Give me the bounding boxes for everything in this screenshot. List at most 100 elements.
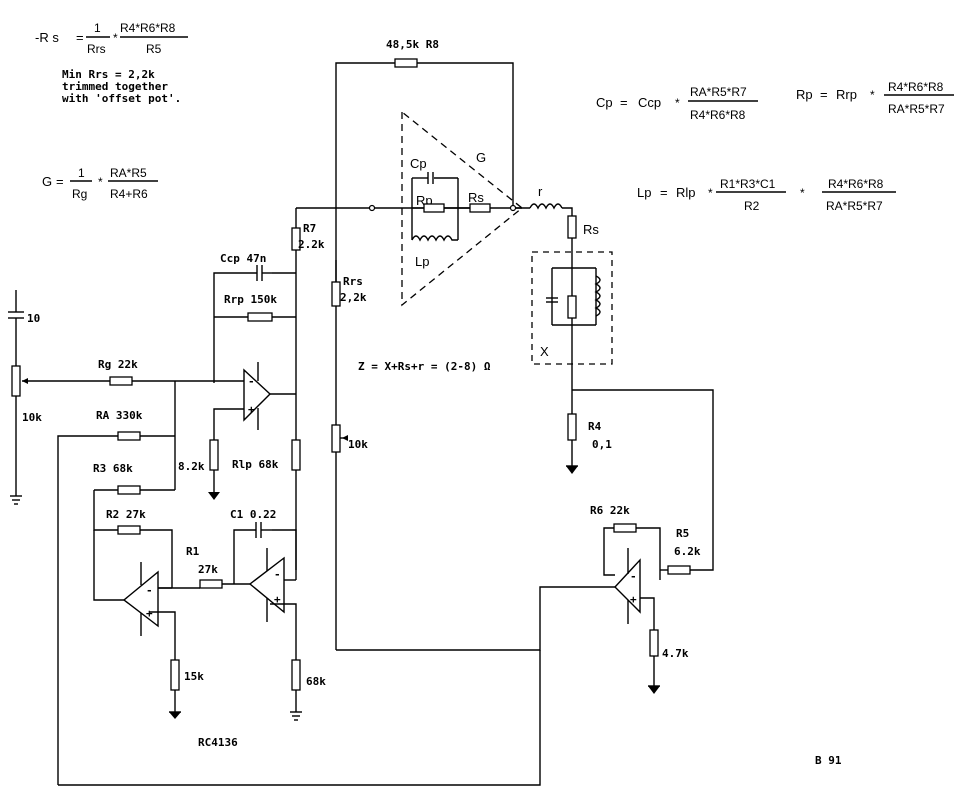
resistor-r4: R4 0,1 xyxy=(567,413,612,451)
svg-text:+: + xyxy=(248,403,255,416)
resistor-rlp: Rlp 68k xyxy=(232,439,301,471)
r-8-2k-label: 8.2k xyxy=(178,460,205,473)
resistor-r5: R5 6.2k xyxy=(667,527,701,575)
ccp-label: Ccp 47n xyxy=(220,252,266,265)
eq-rs-rrs: Rrs xyxy=(87,42,106,56)
wires xyxy=(15,62,714,786)
resistor-r3: R3 68k xyxy=(93,462,141,495)
eq-g-num: RA*R5 xyxy=(110,166,147,180)
equation-lp: Lp = Rlp * R1*R3*C1 R2 * R4*R6*R8 RA*R5*… xyxy=(637,177,896,213)
potentiometer-input: 10k xyxy=(11,365,42,424)
svg-text:-: - xyxy=(146,584,153,597)
equation-rs: -R s = 1 Rrs * R4*R6*R8 R5 xyxy=(35,21,188,56)
r7-value: 2.2k xyxy=(298,238,325,251)
capacitor-ccp: Ccp 47n xyxy=(220,252,272,281)
resistor-8-2k: 8.2k xyxy=(178,439,219,473)
ground-icon xyxy=(648,685,660,694)
equation-cp: Cp = Ccp * RA*R5*R7 R4*R6*R8 xyxy=(596,85,758,122)
eq-cp-ccp: Ccp xyxy=(638,95,661,110)
eq-g-one: 1 xyxy=(78,166,85,180)
ground-symbols xyxy=(10,465,660,721)
r7-name: R7 xyxy=(303,222,316,235)
r1-value: 27k xyxy=(198,563,218,576)
r6-label: R6 22k xyxy=(590,504,630,517)
model-triangle: Cp G Rp Rs Lp xyxy=(401,110,524,307)
model-cp-label: Cp xyxy=(410,156,427,171)
r68k-label: 68k xyxy=(306,675,326,688)
eq-lp-lhs: Lp xyxy=(637,185,651,200)
svg-text:-: - xyxy=(248,375,255,388)
impedance-equation: Z = X+Rs+r = (2-8) Ω xyxy=(358,360,491,373)
svg-text:-: - xyxy=(630,570,637,583)
resistor-r7: R7 2.2k xyxy=(291,222,325,251)
inductor-r: r xyxy=(529,184,563,210)
ground-icon xyxy=(10,495,22,505)
ground-icon xyxy=(566,465,578,474)
r1-name: R1 xyxy=(186,545,200,558)
eq-rp-den: RA*R5*R7 xyxy=(888,102,945,116)
resistor-4-7k: 4.7k xyxy=(649,629,689,660)
r4-value: 0,1 xyxy=(592,438,612,451)
svg-text:*: * xyxy=(800,186,805,200)
eq-cp-num: RA*R5*R7 xyxy=(690,85,747,99)
r-small-label: r xyxy=(538,184,543,199)
opamp-top: - + xyxy=(243,362,272,430)
eq-g-lhs: G xyxy=(42,174,52,189)
output-node xyxy=(509,204,517,212)
note-line-3: with 'offset pot'. xyxy=(62,92,181,105)
ground-icon xyxy=(169,711,181,719)
eq-rs-den: R5 xyxy=(146,42,162,56)
opamp-lower-left: - + xyxy=(122,562,159,636)
resistor-r6: R6 22k xyxy=(590,504,637,533)
eq-lp-num2: R4*R6*R8 xyxy=(828,177,884,191)
junction-node xyxy=(368,204,376,212)
note-line-1: Min Rrs = 2,2k xyxy=(62,68,155,81)
r8-label: 48,5k R8 xyxy=(386,38,439,51)
svg-text:-: - xyxy=(274,568,281,581)
note-line-2: trimmed together xyxy=(62,80,168,93)
r4-7k-label: 4.7k xyxy=(662,647,689,660)
eq-rs-num: R4*R6*R8 xyxy=(120,21,176,35)
rrp-label: Rrp 150k xyxy=(224,293,277,306)
equation-rp: Rp = Rrp * R4*R6*R8 RA*R5*R7 xyxy=(796,80,954,116)
opamp-lower-middle: - + xyxy=(248,548,285,622)
svg-text:+: + xyxy=(146,607,153,620)
eq-cp-lhs: Cp xyxy=(596,95,613,110)
eq-rs-one: 1 xyxy=(94,21,101,35)
eq-g-den: R4+R6 xyxy=(110,187,148,201)
c1-label: C1 0.22 xyxy=(230,508,276,521)
pot-mid-label: 10k xyxy=(348,438,368,451)
eq-lp-num1: R1*R3*C1 xyxy=(720,177,776,191)
ground-icon xyxy=(208,492,220,500)
r2-label: R2 27k xyxy=(106,508,146,521)
resistor-r2: R2 27k xyxy=(106,508,146,535)
rlp-label: Rlp 68k xyxy=(232,458,279,471)
svg-text:=: = xyxy=(56,174,64,189)
eq-rp-num: R4*R6*R8 xyxy=(888,80,944,94)
resistor-15k: 15k xyxy=(170,659,204,691)
cap10-label: 10 xyxy=(27,312,40,325)
pot-left-label: 10k xyxy=(22,411,42,424)
eq-lp-rlp: Rlp xyxy=(676,185,696,200)
model-g-label: G xyxy=(476,150,486,165)
svg-text:*: * xyxy=(675,96,680,110)
equation-note: Min Rrs = 2,2k trimmed together with 'of… xyxy=(62,68,181,105)
svg-text:*: * xyxy=(98,175,103,189)
svg-text:=: = xyxy=(660,185,668,200)
resistor-r8: 48,5k R8 xyxy=(386,38,439,68)
resistor-rg: Rg 22k xyxy=(98,358,138,386)
x-box-label: X xyxy=(540,344,549,359)
svg-text:=: = xyxy=(620,95,628,110)
svg-text:=: = xyxy=(76,30,84,45)
model-rs-label: Rs xyxy=(468,190,484,205)
eq-lp-den1: R2 xyxy=(744,199,760,213)
svg-text:*: * xyxy=(113,31,118,45)
r4-name: R4 xyxy=(588,420,602,433)
rrs-name: Rrs xyxy=(343,275,363,288)
eq-cp-den: R4*R6*R8 xyxy=(690,108,746,122)
model-lp-label: Lp xyxy=(415,254,429,269)
capacitor-c1: C1 0.22 xyxy=(230,508,276,538)
r5-value: 6.2k xyxy=(674,545,701,558)
rrs-value: 2,2k xyxy=(340,291,367,304)
footer-label: B 91 xyxy=(815,754,842,767)
